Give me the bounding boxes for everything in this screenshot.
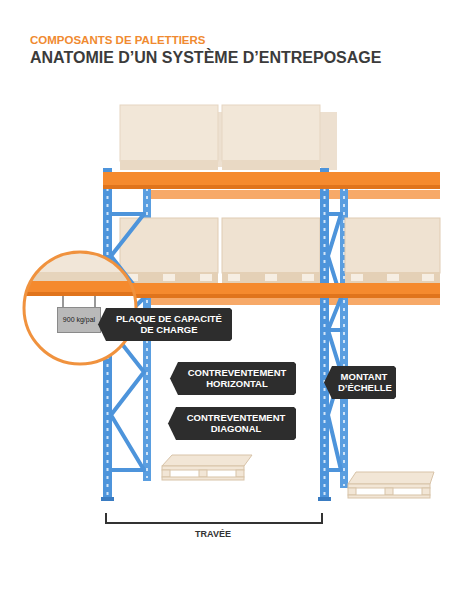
callout-text: PLAQUE DE CAPACITÉ DE CHARGE (112, 313, 226, 336)
zoom-inset (20, 281, 145, 293)
front-upright (101, 497, 114, 501)
frame-bracing (111, 468, 144, 472)
front-beam (103, 294, 440, 298)
pallet-load (422, 274, 434, 281)
callout-text: CONTREVENTEMENT DIAGONAL (182, 412, 290, 435)
floor-pallet (348, 472, 434, 484)
frame-bracing (111, 212, 144, 216)
pallet-load (387, 274, 399, 281)
floor-pallet (162, 466, 244, 470)
pallet-load (120, 105, 218, 161)
frame-bracing (111, 214, 341, 470)
front-upright (320, 168, 329, 500)
floor-pallet (162, 455, 252, 466)
callout-box: PLAQUE DE CAPACITÉ DE CHARGE (98, 308, 232, 341)
pallet-load (345, 218, 440, 273)
section-kicker: COMPOSANTS DE PALETTIERS (30, 34, 450, 48)
floor-pallet (348, 495, 430, 498)
pallet-load (222, 218, 320, 273)
floor-pallet (385, 488, 393, 495)
front-upright (324, 172, 326, 498)
callout-text: CONTREVENTEMENT HORIZONTAL (184, 367, 290, 390)
front-beam (103, 283, 440, 295)
capacity-plate: 900 kg/pal (57, 307, 101, 333)
callout-box: CONTREVENTEMENT DIAGONAL (168, 407, 296, 440)
pallet-load (265, 274, 277, 281)
pallet-load (321, 112, 337, 170)
front-beam (103, 172, 440, 186)
front-upright (318, 497, 331, 501)
pallet-load (200, 274, 212, 281)
pallet-load (228, 274, 240, 281)
pallet-load (222, 105, 320, 161)
callout-text: MONTANT D’ÉCHELLE (338, 371, 390, 394)
front-beam (103, 172, 440, 298)
callout-pointer (98, 308, 232, 341)
pallet-load (222, 160, 320, 170)
zoom-inset (20, 246, 145, 364)
span-bracket (106, 513, 322, 523)
span-label: TRAVÉE (163, 529, 263, 540)
callout-pointer (170, 362, 296, 395)
floor-pallet (162, 470, 170, 477)
floor-pallet (236, 470, 244, 477)
page-title: ANATOMIE D’UN SYSTÈME D’ENTREPOSAGE (30, 49, 460, 67)
floor-pallet (348, 484, 430, 488)
pallet-load (120, 105, 337, 170)
pallet-load (345, 272, 440, 283)
back-beam (150, 297, 440, 305)
pallet-load (163, 274, 175, 281)
plate-text: 900 kg/pal (63, 316, 95, 324)
floor-pallet (162, 455, 434, 498)
pallet-load (222, 272, 320, 283)
floor-pallet (422, 488, 430, 495)
frame-bracing (328, 214, 341, 470)
pallet-load (120, 160, 218, 170)
pallet-load (120, 218, 440, 283)
pallet-load (302, 274, 314, 281)
floor-pallet (162, 477, 244, 480)
floor-pallet (199, 470, 207, 477)
pallet-load (351, 274, 363, 281)
floor-pallet (348, 488, 356, 495)
callout-pointer (168, 407, 296, 440)
callout-box: CONTREVENTEMENT HORIZONTAL (170, 362, 296, 395)
callout-pointer (324, 366, 396, 399)
callout-box: MONTANT D’ÉCHELLE (324, 366, 396, 399)
pallet-load (120, 272, 218, 283)
zoom-inset (20, 292, 145, 296)
back-beam (150, 190, 440, 199)
front-beam (103, 185, 440, 189)
